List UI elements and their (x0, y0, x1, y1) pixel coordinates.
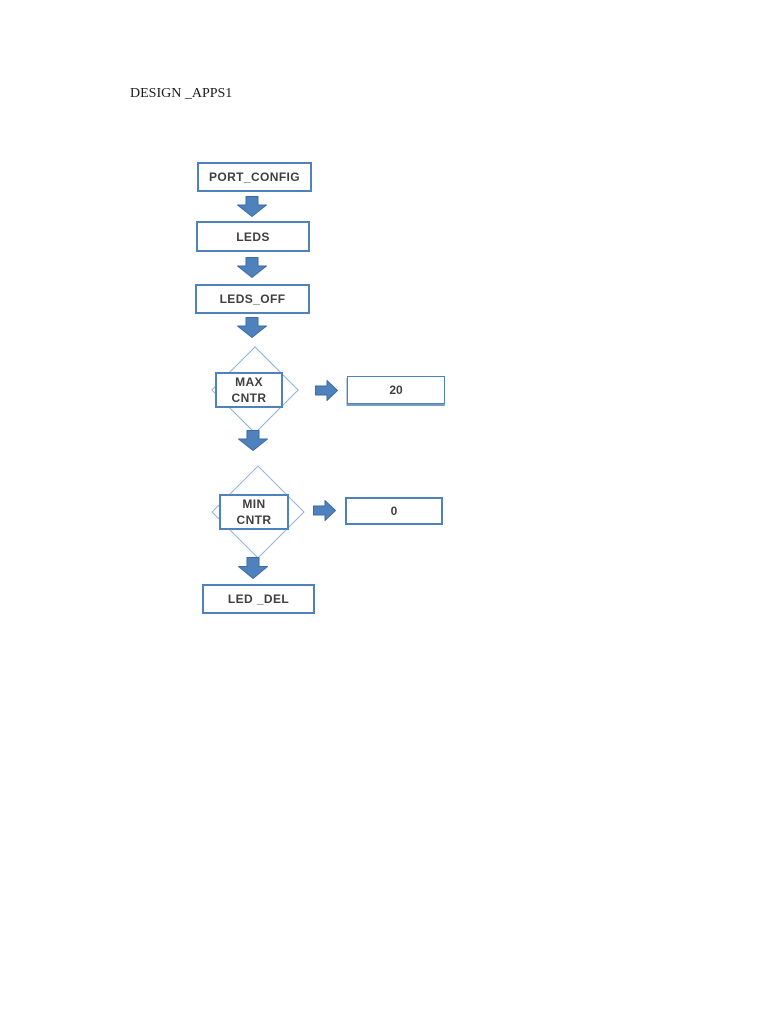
process-box-label: LEDS (236, 229, 270, 244)
down-arrow-icon (238, 430, 268, 451)
down-arrow-icon (238, 557, 268, 579)
right-arrow-icon (313, 500, 336, 521)
down-arrow-icon (237, 317, 267, 338)
process-box-label: LEDS_OFF (219, 292, 286, 306)
down-arrow-icon (237, 257, 267, 278)
down-arrow-icon (237, 196, 267, 217)
process-box-port-config: PORT_CONFIG (197, 162, 312, 192)
process-box-label: PORT_CONFIG (208, 170, 301, 184)
decision-label-line1: MIN (242, 497, 266, 511)
process-box-leds-off: LEDS_OFF (195, 284, 310, 314)
page-title: DESIGN _APPS1 (130, 86, 233, 101)
value-text: 0 (390, 504, 398, 518)
decision-label-line1: MAX (235, 375, 263, 389)
decision-label-max-cntr: MAX CNTR (215, 372, 283, 408)
decision-label-min-cntr: MIN CNTR (219, 494, 289, 530)
decision-label-line2: CNTR (236, 513, 272, 527)
value-box-max: 20 (347, 376, 445, 404)
process-box-label: LED _DEL (227, 592, 290, 606)
process-box-led-del: LED _DEL (202, 584, 315, 614)
right-arrow-icon (315, 380, 338, 401)
decision-label-line2: CNTR (231, 391, 267, 405)
value-text: 20 (389, 383, 403, 397)
value-box-min: 0 (345, 497, 443, 525)
process-box-leds: LEDS (196, 221, 310, 252)
